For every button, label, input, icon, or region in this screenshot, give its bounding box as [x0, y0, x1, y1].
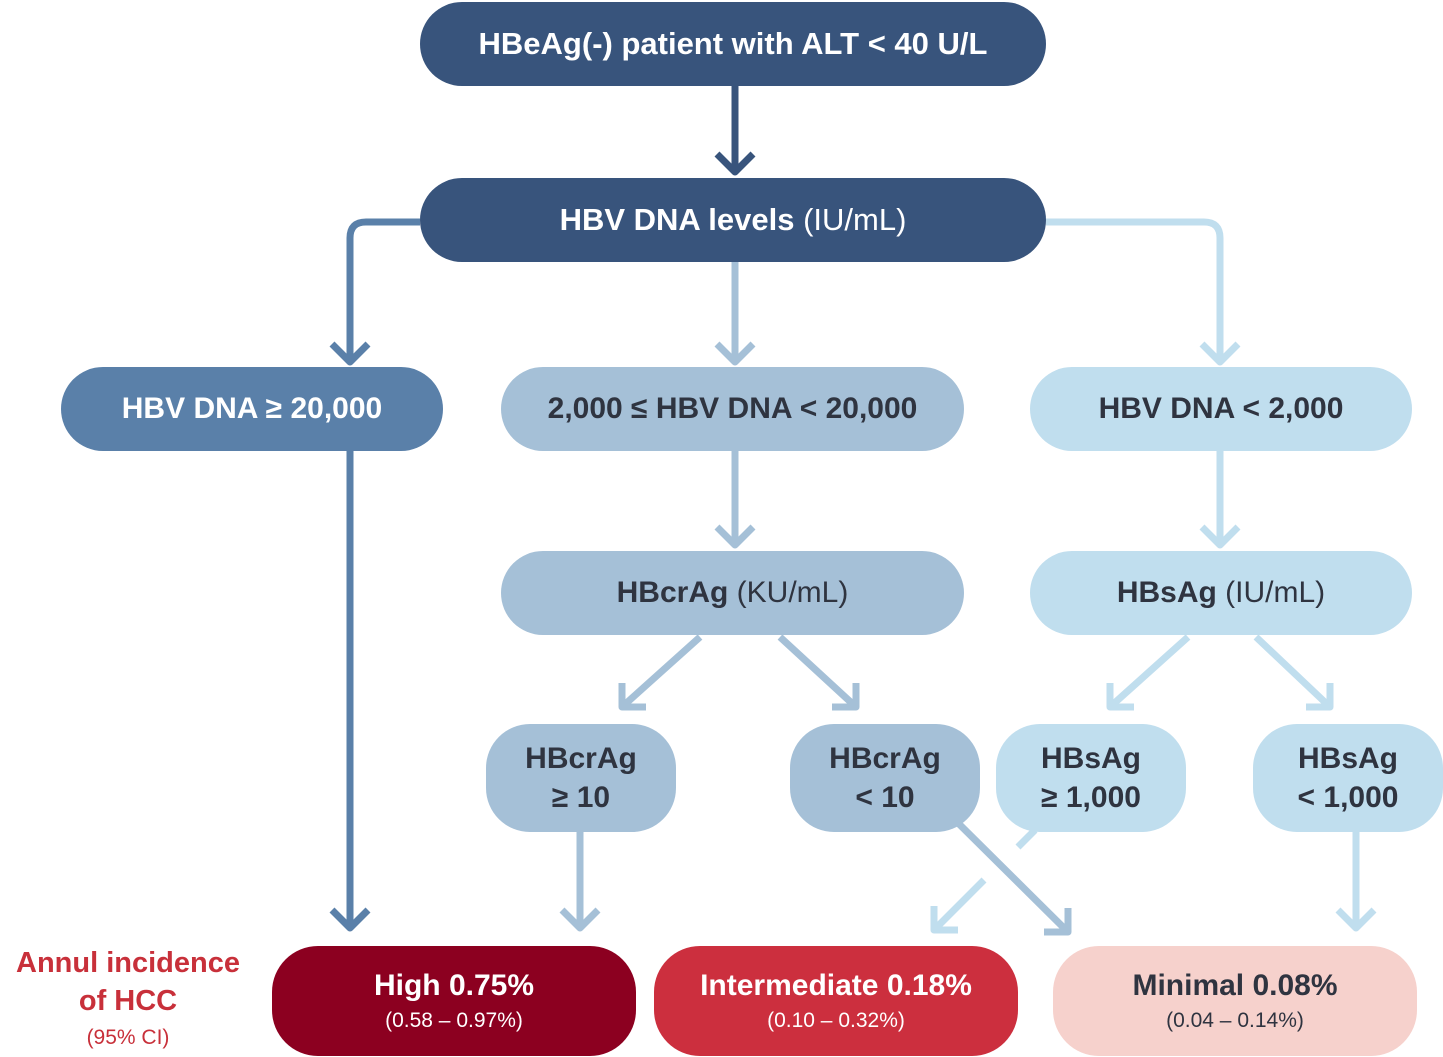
dna-high-label: HBV DNA ≥ 20,000: [121, 392, 383, 425]
hbcrag-text: HBcrAg (KU/mL): [617, 576, 849, 610]
outcome-intermediate-box: Intermediate 0.18% (0.10 – 0.32%): [654, 946, 1018, 1056]
hbcrag-low-box: HBcrAg < 10: [790, 724, 980, 832]
outcome-high-box: High 0.75% (0.58 – 0.97%): [272, 946, 636, 1056]
dna-levels-label: HBV DNA levels: [559, 202, 795, 237]
hbsag-low-line2: < 1,000: [1297, 781, 1399, 814]
legend-line2: of HCC: [78, 985, 178, 1017]
hbsag-low-line1: HBsAg: [1297, 742, 1398, 775]
arrow-dna-to-low: [1046, 218, 1241, 366]
arrow-hbcrag-to-high: [618, 634, 703, 711]
hbcrag-high-line1: HBcrAg: [525, 742, 637, 775]
hbsag-box: HBsAg (IU/mL): [1030, 551, 1412, 635]
hbcrag-high-box: HBcrAg ≥ 10: [486, 724, 676, 832]
outcome-intermediate-label: Intermediate 0.18%: [700, 969, 972, 1002]
arrow-low-dna-to-hbsag: [1199, 451, 1241, 549]
dna-levels-box: HBV DNA levels (IU/mL): [420, 178, 1046, 262]
outcome-minimal-box: Minimal 0.08% (0.04 – 0.14%): [1053, 946, 1417, 1056]
arrow-sag-high-to-intermediate: [930, 827, 1038, 934]
outcome-high-label: High 0.75%: [373, 969, 535, 1002]
arrow-crag-low-to-minimal: [952, 817, 1072, 936]
hbcrag-unit: (KU/mL): [736, 576, 849, 609]
patient-criteria-box: HBeAg(-) patient with ALT < 40 U/L: [420, 2, 1046, 86]
hbcrag-low-line1: HBcrAg: [829, 742, 941, 775]
arrow-high-dna-to-high-outcome: [329, 451, 371, 932]
hbcrag-high-line2: ≥ 10: [551, 781, 611, 814]
outcome-minimal-ci: (0.04 – 0.14%): [1166, 1009, 1304, 1032]
dna-mid-label: 2,000 ≤ HBV DNA < 20,000: [547, 392, 918, 425]
patient-criteria-label: HBeAg(-) patient with ALT < 40 U/L: [478, 26, 988, 61]
hbsag-text: HBsAg (IU/mL): [1117, 576, 1325, 610]
hbsag-unit: (IU/mL): [1225, 576, 1326, 609]
arrow-hbcrag-to-low: [777, 634, 860, 711]
hbcrag-box: HBcrAg (KU/mL): [501, 551, 964, 635]
outcome-intermediate-ci: (0.10 – 0.32%): [767, 1009, 905, 1032]
hbsag-high-line1: HBsAg: [1040, 742, 1141, 775]
hbcrag-label: HBcrAg: [616, 576, 729, 609]
legend-line1: Annul incidence: [16, 947, 240, 979]
arrow-crag-high-to-high-outcome: [559, 832, 601, 932]
hbsag-high-line2: ≥ 1,000: [1041, 781, 1141, 814]
dna-low-label: HBV DNA < 2,000: [1098, 392, 1344, 425]
dna-mid-box: 2,000 ≤ HBV DNA < 20,000: [501, 367, 964, 451]
dna-high-box: HBV DNA ≥ 20,000: [61, 367, 443, 451]
arrow-top-to-dna: [714, 86, 756, 176]
arrow-sag-low-to-minimal: [1335, 832, 1377, 932]
arrow-hbsag-to-low: [1253, 634, 1334, 711]
dna-levels-text: HBV DNA levels (IU/mL): [560, 202, 907, 238]
outcome-high-ci: (0.58 – 0.97%): [385, 1009, 523, 1032]
hbsag-high-box: HBsAg ≥ 1,000: [996, 724, 1186, 832]
hcc-incidence-legend: Annul incidence of HCC (95% CI): [0, 944, 256, 1050]
legend-sub: (95% CI): [86, 1026, 170, 1049]
outcome-minimal-label: Minimal 0.08%: [1132, 969, 1338, 1002]
dna-levels-unit: (IU/mL): [803, 202, 907, 237]
arrow-hbsag-to-high: [1106, 634, 1191, 711]
arrow-dna-to-high: [329, 218, 420, 366]
arrow-mid-dna-to-hbcrag: [714, 451, 756, 549]
dna-low-box: HBV DNA < 2,000: [1030, 367, 1412, 451]
hbsag-label: HBsAg: [1116, 576, 1217, 609]
hbsag-low-box: HBsAg < 1,000: [1253, 724, 1443, 832]
arrow-dna-to-mid: [714, 262, 756, 366]
hbcrag-low-line2: < 10: [855, 781, 915, 814]
